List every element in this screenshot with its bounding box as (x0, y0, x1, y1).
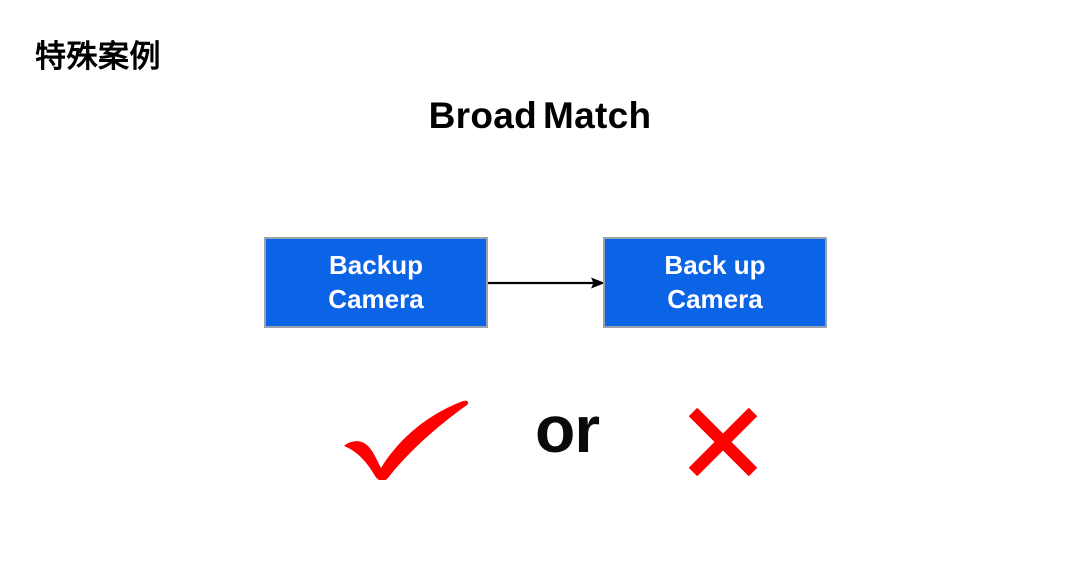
page-title: 特殊案例 (35, 39, 161, 74)
keyword-box-target[interactable]: Back up Camera (603, 237, 827, 328)
keyword-box-source-line-1: Backup (329, 250, 423, 281)
arrow-right-icon (487, 272, 605, 294)
keyword-box-target-line-1: Back up (664, 250, 766, 281)
section-heading-word-match: Match (543, 95, 652, 136)
keyword-box-source-line-2: Camera (328, 283, 424, 314)
conjunction-or-label: or (535, 392, 600, 466)
keyword-box-source[interactable]: Backup Camera (264, 237, 488, 328)
check-mark-icon (341, 398, 473, 480)
section-heading-word-broad: Broad (428, 95, 537, 136)
keyword-box-target-line-2: Camera (667, 283, 763, 314)
cross-mark-icon (686, 405, 760, 479)
